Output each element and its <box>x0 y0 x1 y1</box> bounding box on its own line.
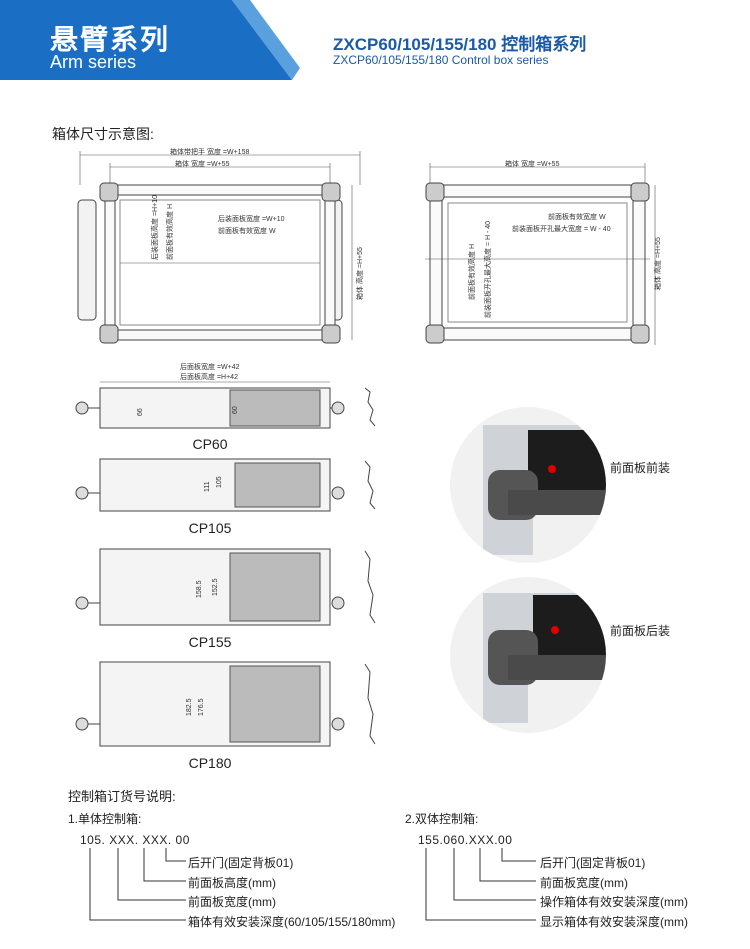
detail-rear-mount-image <box>450 577 606 733</box>
side-rear-panel-height-label: 后面板高度 =H+42 <box>180 374 238 381</box>
ordering-double-item-2: 前面板宽度(mm) <box>540 876 628 890</box>
detail-rear-mount-label: 前面板后装 <box>610 624 671 638</box>
ordering-single-item-4: 箱体有效安装深度(60/105/155/180mm) <box>188 915 396 929</box>
front-box-height-label: 箱体 高度 =H+55 <box>357 247 364 300</box>
ordering-single-connectors <box>89 848 186 921</box>
detail-front-mount-label: 前面板前装 <box>610 461 671 475</box>
ordering-double-item-3: 操作箱体有效安装深度(mm) <box>540 895 688 909</box>
ordering-double-code: 155.060.XXX.00 <box>418 833 513 847</box>
header-subtitle-cn: ZXCP60/105/155/180 控制箱系列 <box>333 35 587 54</box>
ordering-single-item-3: 前面板宽度(mm) <box>188 895 276 909</box>
cp155-dim-outer: 158.5 <box>196 580 203 598</box>
profile-cp60-drawing <box>75 381 376 429</box>
back-panel-eff-width-label: 前面板有效宽度 W <box>548 214 606 221</box>
profile-cp180-drawing <box>75 661 376 747</box>
front-panel-eff-height-label: 前面板有效高度 H <box>167 204 174 260</box>
side-rear-panel-width-label: 后面板宽度 =W+42 <box>180 364 240 371</box>
front-panel-eff-width-label: 前面板有效宽度 W <box>218 228 276 235</box>
cp105-dim-outer: 111 <box>204 481 211 492</box>
front-view-drawing <box>77 151 361 344</box>
ordering-double-item-1: 后开门(固定背板01) <box>540 856 646 870</box>
header-title-en: Arm series <box>50 52 137 72</box>
front-box-width-label: 箱体 宽度 =W+55 <box>175 161 230 168</box>
back-box-width-label: 箱体 宽度 =W+55 <box>505 161 560 168</box>
back-box-height-label: 箱体 高度 =H+55 <box>655 237 662 290</box>
back-view-drawing <box>425 163 656 345</box>
profile-cp105-drawing <box>75 458 376 512</box>
cp155-dim-inner: 152.5 <box>212 578 219 596</box>
front-rear-panel-width-label: 后装面板宽度 =W+10 <box>218 216 285 223</box>
cp60-dim-inner: 60 <box>232 406 239 414</box>
back-panel-eff-height-label: 前面板有效高度 H <box>469 244 476 300</box>
front-rear-panel-height-label: 后装面板高度 =H+10 <box>152 195 159 260</box>
ordering-double-title: 2.双体控制箱: <box>405 812 479 826</box>
detail-front-mount-image <box>450 407 606 563</box>
ordering-single-item-1: 后开门(固定背板01) <box>188 856 294 870</box>
ordering-double-item-4: 显示箱体有效安装深度(mm) <box>540 915 688 929</box>
profile-cp155-drawing <box>75 548 376 626</box>
cp180-dim-inner: 176.5 <box>198 698 205 716</box>
cp180-caption: CP180 <box>188 755 232 771</box>
cp60-dim-outer: 66 <box>137 408 144 416</box>
ordering-single-title: 1.单体控制箱: <box>68 812 142 826</box>
cp60-caption: CP60 <box>192 436 228 452</box>
front-handle-width-label: 箱体带把手 宽度 =W+158 <box>170 149 250 156</box>
dimension-section-title: 箱体尺寸示意图: <box>52 126 154 142</box>
cp180-dim-outer: 182.5 <box>186 698 193 716</box>
ordering-double-connectors <box>425 848 536 921</box>
back-panel-max-open-width-label: 前装面板开孔最大宽度 = W - 40 <box>512 226 611 233</box>
header-subtitle-en: ZXCP60/105/155/180 Control box series <box>333 53 549 67</box>
cp155-caption: CP155 <box>188 634 232 650</box>
ordering-single-item-2: 前面板高度(mm) <box>188 876 276 890</box>
back-panel-max-open-height-label: 前装面板开孔最大高度 = H - 40 <box>485 220 492 318</box>
cp105-caption: CP105 <box>188 520 232 536</box>
header-title-cn: 悬臂系列 <box>50 24 171 55</box>
ordering-title: 控制箱订货号说明: <box>68 789 176 804</box>
ordering-single-code: 105. XXX. XXX. 00 <box>80 833 190 847</box>
header-blue-tab <box>0 0 300 80</box>
cp105-dim-inner: 105 <box>216 476 223 488</box>
